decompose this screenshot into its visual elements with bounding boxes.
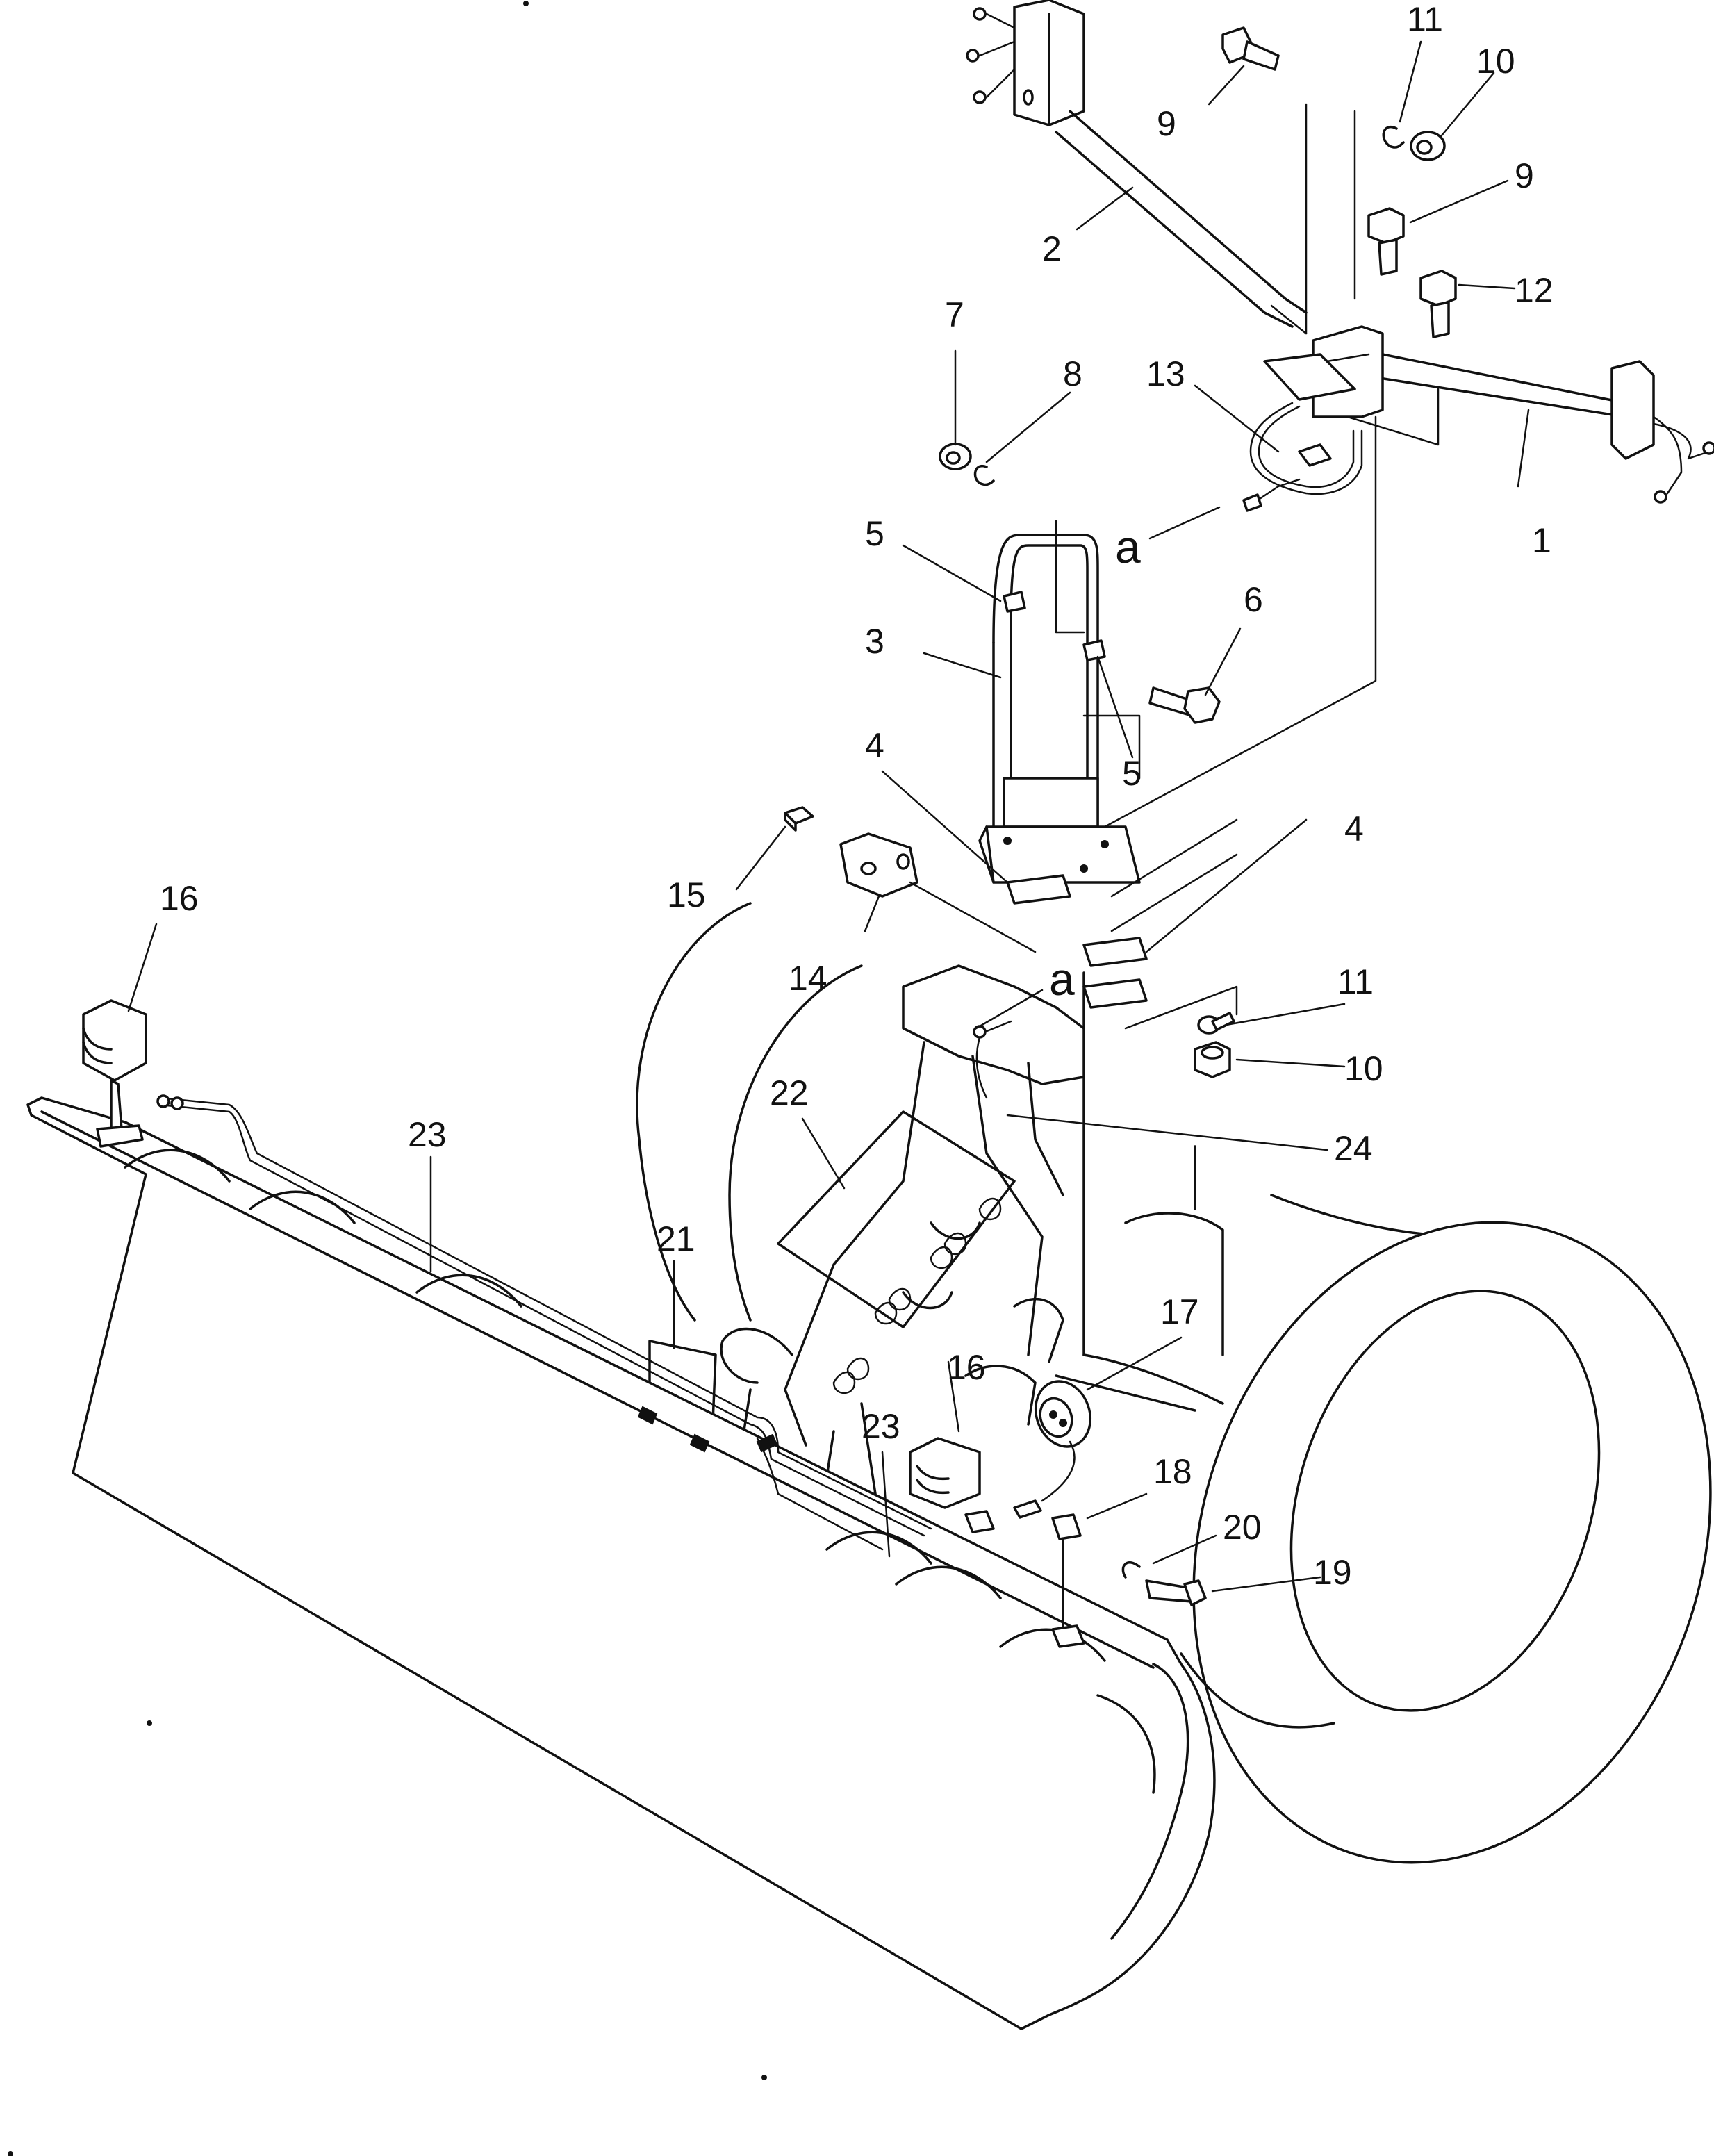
leader-lines (127, 40, 1530, 1593)
nut-10-top (1410, 131, 1446, 161)
callout-16-left: 16 (160, 879, 199, 918)
connection-marks: a a (1049, 521, 1141, 1005)
callout-4-right: 4 (1344, 809, 1364, 848)
stray-dot (523, 1, 529, 6)
callout-6: 6 (1244, 580, 1263, 619)
nut-10-mid (1194, 1041, 1231, 1078)
callout-2: 2 (1042, 229, 1062, 268)
callout-17: 17 (1160, 1292, 1199, 1331)
work-lamp-center (909, 1437, 995, 1533)
callout-23-left: 23 (408, 1115, 447, 1154)
connector-a-plug (973, 1012, 1235, 1099)
work-lamp-left (82, 999, 184, 1148)
callout-24: 24 (1334, 1129, 1373, 1168)
bolt-6 (1148, 686, 1221, 724)
callout-18: 18 (1153, 1452, 1192, 1491)
callout-16-center: 16 (947, 1348, 986, 1387)
callout-3: 3 (865, 622, 884, 661)
washer-11-top (1382, 126, 1405, 149)
callout-11-mid: 11 (1337, 962, 1374, 1001)
callout-22: 22 (770, 1073, 809, 1112)
right-arm (1346, 346, 1714, 504)
washer-8 (973, 464, 995, 486)
callout-20: 20 (1223, 1508, 1262, 1547)
callout-14: 14 (789, 959, 827, 998)
callout-10-mid: 10 (1344, 1049, 1383, 1088)
tire (1180, 1194, 1712, 1864)
nut-7 (939, 443, 972, 470)
callout-7: 7 (945, 295, 964, 334)
center-bracket (1263, 103, 1440, 446)
callout-23-center: 23 (862, 1407, 900, 1446)
callout-12: 12 (1515, 271, 1554, 310)
lamp-post (978, 415, 1377, 1030)
callout-21: 21 (657, 1219, 695, 1258)
horn-bracket (1051, 1513, 1207, 1648)
bolt-12 (1419, 270, 1457, 338)
callout-8: 8 (1063, 354, 1082, 393)
stray-dot (147, 1720, 152, 1726)
blade-harness (158, 1096, 932, 1551)
callout-19: 19 (1313, 1553, 1352, 1592)
horn (1013, 1380, 1092, 1519)
bolt-9-top (1221, 26, 1280, 71)
stray-dot (761, 2075, 767, 2080)
callout-labels: 1 2 3 4 4 5 5 6 7 8 9 9 10 10 11 11 12 1… (160, 0, 1554, 1592)
callout-10-top: 10 (1476, 42, 1515, 81)
callout-11-top: 11 (1407, 0, 1443, 39)
connector-line-14 (909, 881, 1037, 953)
cover-15 (784, 806, 814, 832)
callout-13: 13 (1146, 354, 1185, 393)
dozer-blade (26, 1096, 1216, 2030)
stray-dot (8, 2151, 13, 2156)
wire-harness-13 (1242, 402, 1363, 512)
bracket-14 (839, 832, 918, 898)
callout-1: 1 (1532, 521, 1551, 560)
bolt-9-right (1367, 207, 1405, 276)
connection-mark-a-upper: a (1115, 521, 1141, 573)
callout-9-right: 9 (1515, 156, 1534, 195)
callout-5-bottom: 5 (1122, 754, 1142, 793)
upper-arm (966, 0, 1308, 328)
callout-4-left: 4 (865, 726, 884, 765)
callout-15: 15 (667, 875, 706, 914)
connection-mark-a-lower: a (1049, 953, 1075, 1005)
callout-9-top: 9 (1157, 104, 1176, 143)
callout-5-top: 5 (865, 514, 884, 553)
